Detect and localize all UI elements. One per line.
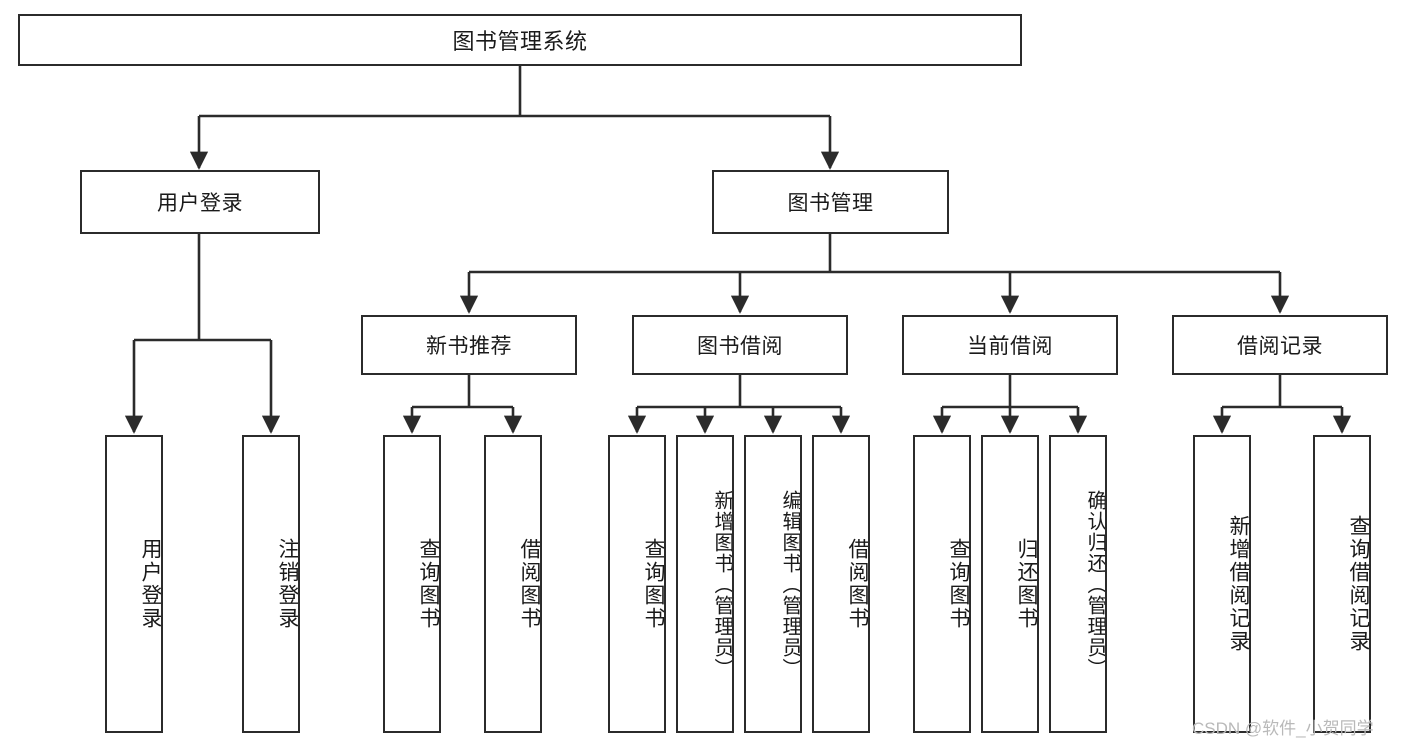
node-user-login[interactable]: 用户登录 <box>80 170 320 234</box>
leaf-query-book-borrow[interactable]: 查询图书 <box>608 435 666 733</box>
node-current-borrow[interactable]: 当前借阅 <box>902 315 1118 375</box>
leaf-borrow-book-borrow[interactable]: 借阅图书 <box>812 435 870 733</box>
leaf-query-book-current[interactable]: 查询图书 <box>913 435 971 733</box>
leaf-borrow-book-recommend[interactable]: 借阅图书 <box>484 435 542 733</box>
leaf-user-login[interactable]: 用户登录 <box>105 435 163 733</box>
leaf-edit-book-admin[interactable]: 编辑图书（管理员） <box>744 435 802 733</box>
node-new-book-recommend[interactable]: 新书推荐 <box>361 315 577 375</box>
leaf-query-borrow-record[interactable]: 查询借阅记录 <box>1313 435 1371 733</box>
node-borrow-record[interactable]: 借阅记录 <box>1172 315 1388 375</box>
leaf-logout-login[interactable]: 注销登录 <box>242 435 300 733</box>
leaf-add-book-admin[interactable]: 新增图书（管理员） <box>676 435 734 733</box>
leaf-query-book-recommend[interactable]: 查询图书 <box>383 435 441 733</box>
csdn-watermark: CSDN @软件_小贺同学 <box>1192 719 1374 738</box>
leaf-confirm-return-admin[interactable]: 确认归还（管理员） <box>1049 435 1107 733</box>
node-book-borrow[interactable]: 图书借阅 <box>632 315 848 375</box>
leaf-add-borrow-record[interactable]: 新增借阅记录 <box>1193 435 1251 733</box>
node-book-manage[interactable]: 图书管理 <box>712 170 949 234</box>
leaf-return-book[interactable]: 归还图书 <box>981 435 1039 733</box>
node-root-system[interactable]: 图书管理系统 <box>18 14 1022 66</box>
